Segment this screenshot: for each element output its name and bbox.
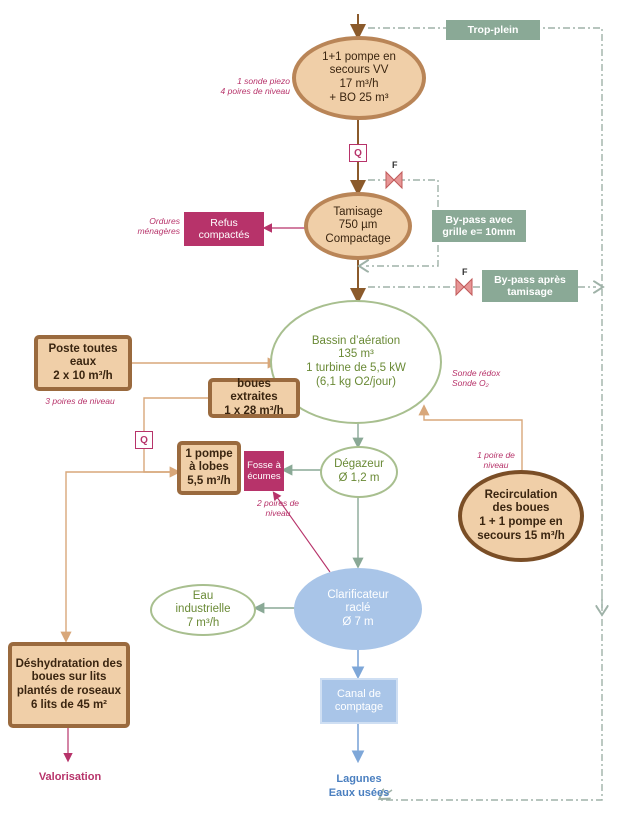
all-water-station-node: Poste toutes eaux 2 x 10 m³/h: [34, 335, 132, 391]
bypass-after-node: By-pass après tamisage: [482, 270, 578, 302]
valve-icon: [455, 277, 473, 297]
counting-channel-node: Canal de comptage: [320, 678, 398, 724]
edge-recirculation-to-basin: [418, 404, 523, 470]
edge-overflow-arrow-left: [385, 790, 393, 795]
valve-label: F: [462, 267, 468, 277]
two-floats-note: 2 poires de niveau: [256, 498, 300, 519]
one-float-note: 1 poire de niveau: [477, 450, 515, 471]
piezo-note: 1 sonde piezo 4 poires de niveau: [220, 76, 290, 97]
lagoons-label: Lagunes Eaux usées: [328, 773, 390, 800]
bypass-grid-node: By-pass avec grille e= 10mm: [432, 210, 526, 242]
valve-label: F: [392, 160, 398, 170]
overflow-node: Trop-plein: [446, 20, 540, 40]
compacted-refuse-node: Refus compactés: [184, 212, 264, 246]
scum-pit-node: Fosse à écumes: [244, 451, 284, 491]
valve-icon: [385, 170, 403, 190]
extracted-sludge-node: boues extraites 1 x 28 m³/h: [208, 378, 300, 418]
edge-bypass-grid: [366, 179, 439, 266]
pump-station-node: 1+1 pompe en secours VV 17 m³/h + BO 25 …: [292, 36, 426, 120]
clarifier-node: Clarificateur raclé Ø 7 m: [294, 568, 422, 650]
redox-note: Sonde rédox Sonde O₂: [452, 368, 501, 389]
dewatering-node: Déshydratation des boues sur lits planté…: [8, 642, 130, 728]
industrial-water-node: Eau industrielle 7 m³/h: [150, 584, 256, 636]
flow-meter-q: Q: [135, 431, 153, 449]
degasser-node: Dégazeur Ø 1,2 m: [320, 446, 398, 498]
valorisation-label: Valorisation: [38, 771, 102, 783]
recirculation-node: Recirculation des boues 1 + 1 pompe en s…: [458, 470, 584, 562]
edge-overflow: [368, 27, 603, 801]
flow-meter-q: Q: [349, 144, 367, 162]
edge-clarifier-to-scum: [272, 491, 331, 573]
edge-lobe-to-dewatering: [60, 471, 176, 643]
lobe-pump-node: 1 pompe à lobes 5,5 m³/h: [177, 441, 241, 495]
screening-node: Tamisage 750 µm Compactage: [304, 192, 412, 260]
household-waste-note: Ordures ménagères: [137, 216, 180, 237]
three-floats-note: 3 poires de niveau: [45, 396, 115, 406]
